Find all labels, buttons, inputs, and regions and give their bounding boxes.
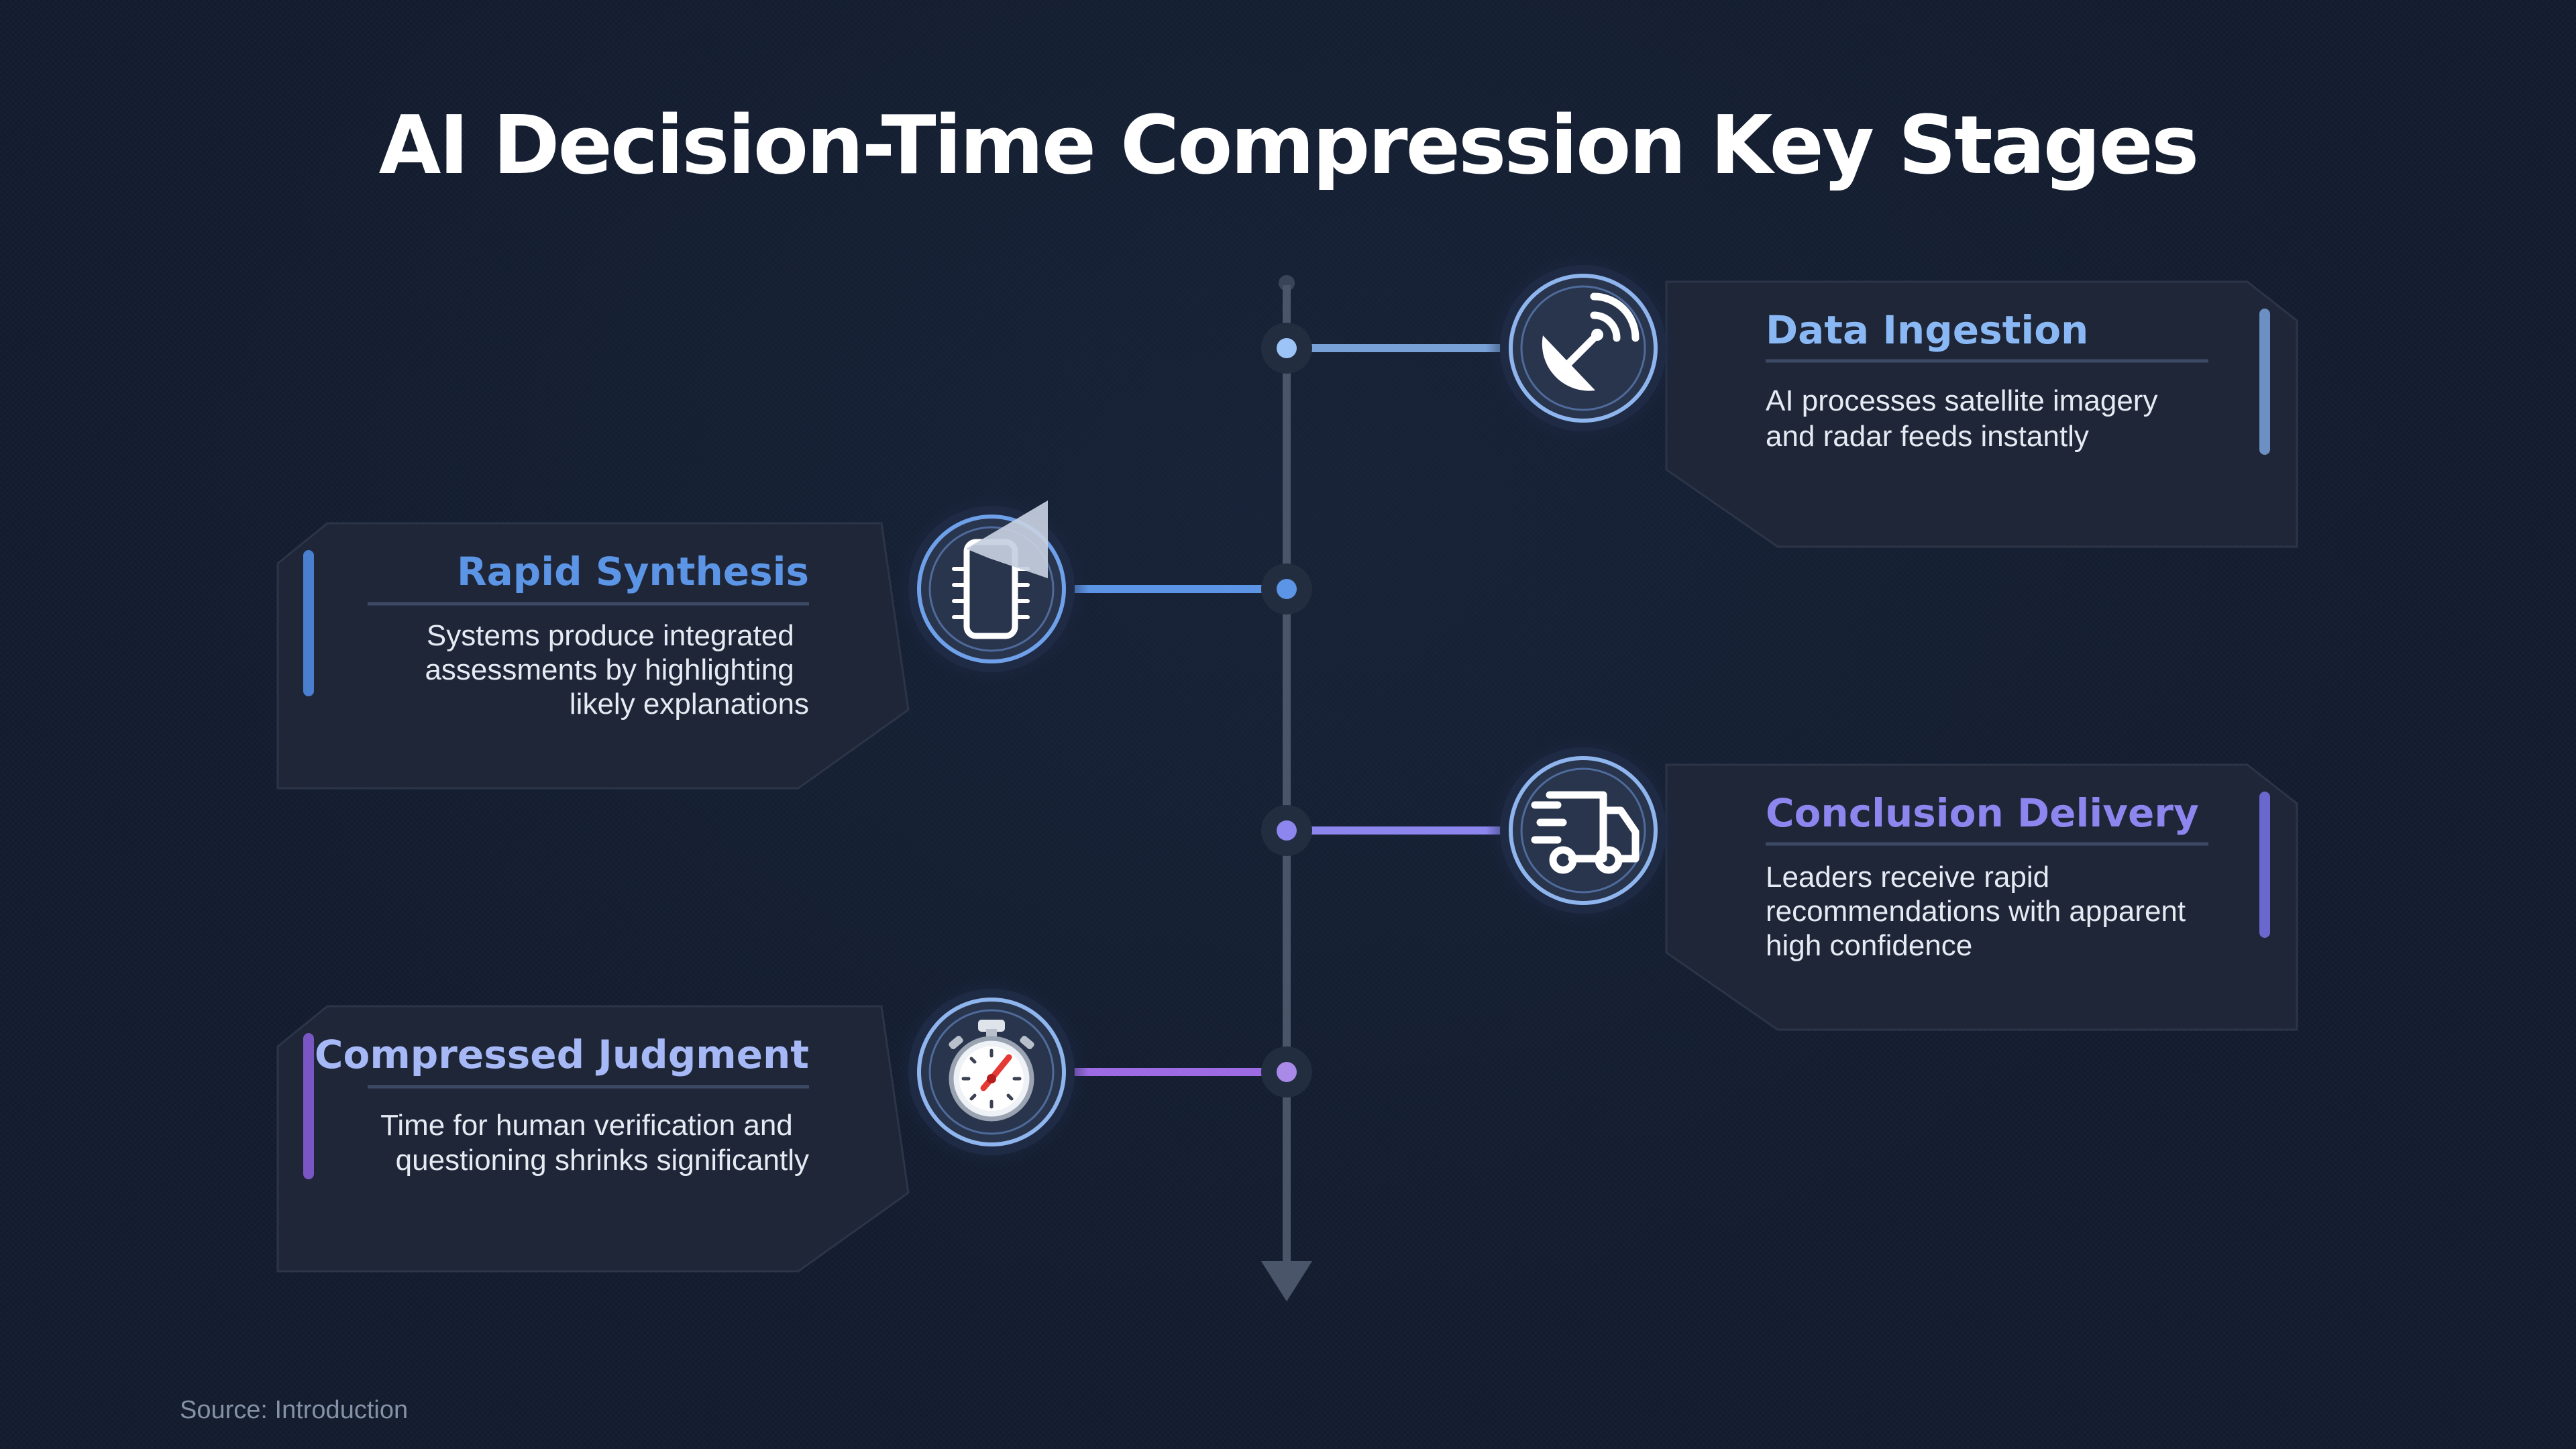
card-accent-bar bbox=[2259, 792, 2270, 938]
stage-card bbox=[1665, 280, 2298, 548]
stage-title: Conclusion Delivery bbox=[1766, 790, 2199, 836]
source-note: Source: Introduction bbox=[180, 1396, 408, 1424]
page-title: AI Decision-Time Compression Key Stages bbox=[379, 99, 2198, 193]
stopwatch-icon bbox=[949, 1020, 1034, 1122]
stage-description: AI processes satellite imagery and radar… bbox=[1766, 384, 2166, 453]
stage-description: Time for human verification and question… bbox=[380, 1109, 809, 1177]
stage-data-ingestion: Data Ingestion AI processes satellite im… bbox=[1261, 251, 2298, 548]
stage-card bbox=[276, 1005, 910, 1273]
card-accent-bar bbox=[303, 550, 314, 696]
stage-description: Leaders receive rapid recommendations wi… bbox=[1766, 861, 2194, 962]
timeline-arrowhead bbox=[1261, 1261, 1312, 1301]
card-accent-bar bbox=[303, 1033, 314, 1179]
stage-rapid-synthesis: Rapid Synthesis Systems produce integrat… bbox=[276, 492, 1312, 790]
card-accent-bar bbox=[2259, 309, 2270, 455]
stage-title: Data Ingestion bbox=[1766, 307, 2088, 353]
stage-card bbox=[276, 522, 910, 790]
stage-compressed-judgment: Compressed Judgment Time for human verif… bbox=[276, 975, 1312, 1273]
flag-shape bbox=[966, 500, 1048, 578]
timeline-axis bbox=[1261, 275, 1312, 1301]
stage-description: Systems produce integrated assessments b… bbox=[425, 619, 809, 720]
processor-chip-icon bbox=[952, 500, 1048, 639]
stage-title: Rapid Synthesis bbox=[457, 549, 809, 594]
stage-card bbox=[1665, 763, 2298, 1031]
satellite-dish-icon bbox=[1542, 292, 1640, 391]
delivery-truck-icon bbox=[1531, 791, 1640, 874]
stage-conclusion-delivery: Conclusion Delivery Leaders receive rapi… bbox=[1261, 733, 2298, 1031]
stage-title: Compressed Judgment bbox=[315, 1032, 809, 1077]
